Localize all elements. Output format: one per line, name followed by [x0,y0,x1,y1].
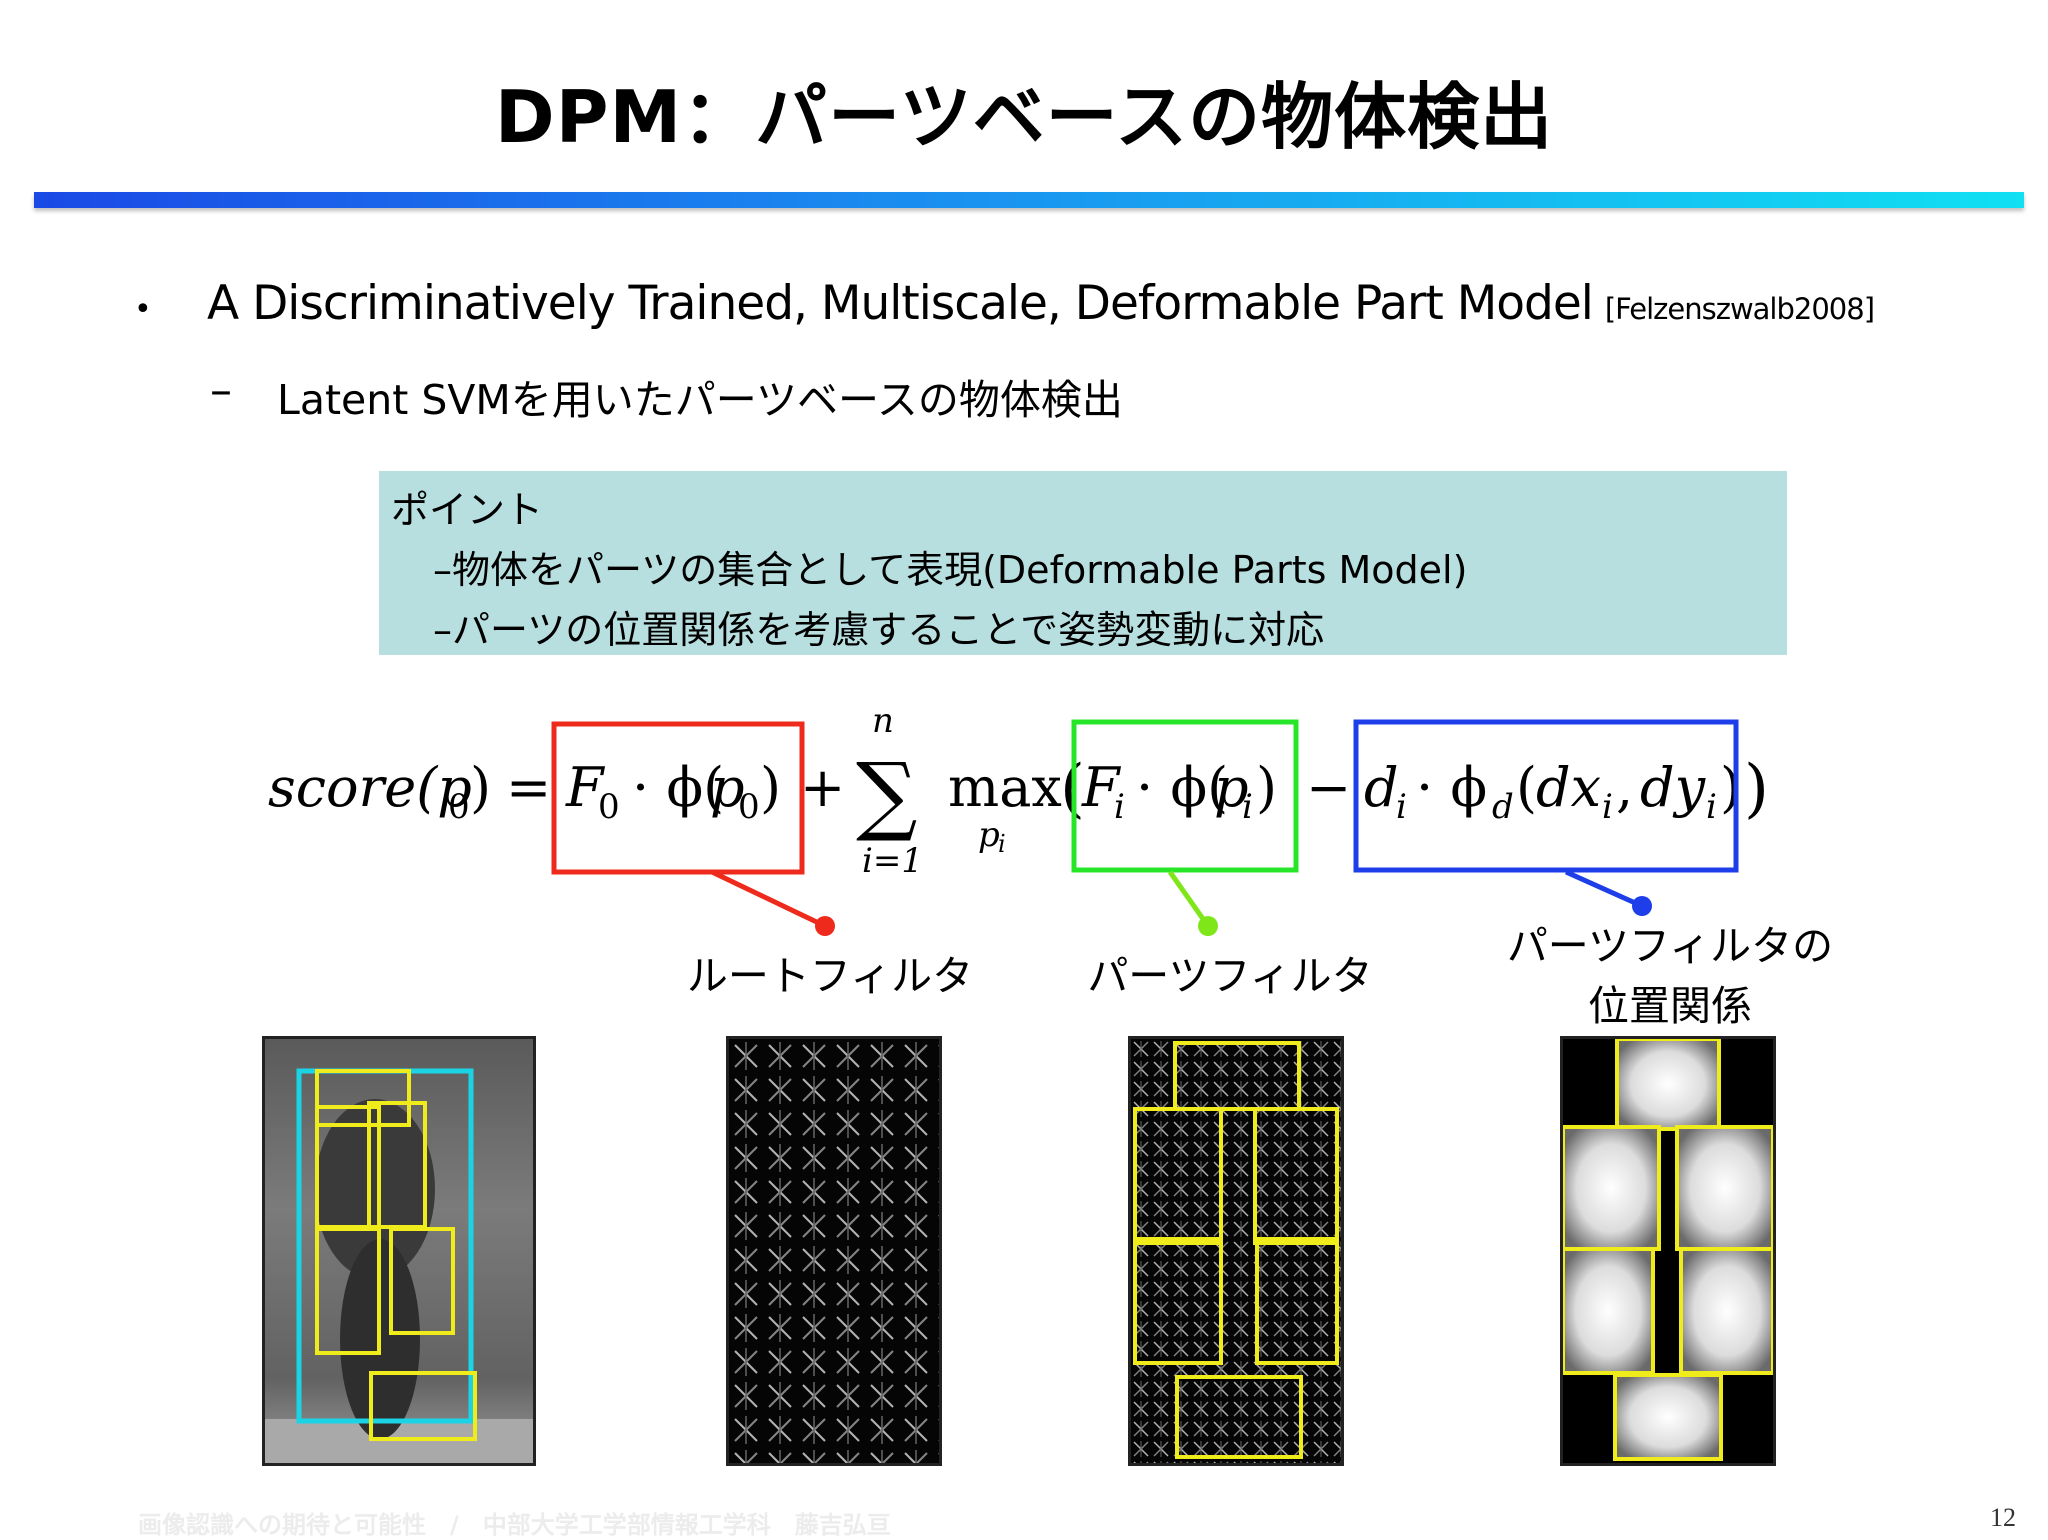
deform-arm-left [1563,1125,1661,1251]
deform-head [1615,1039,1721,1131]
formula-lhs: score(p [268,756,472,819]
max-sub: p [978,815,1000,855]
sub-bullet-marker: – [210,365,232,416]
part-filter-leg-right [1255,1237,1339,1365]
position-label-line-2: 位置関係 [1588,982,1752,1030]
part-term-close: ) [1256,756,1277,819]
root-filter-label: ルートフィルタ [686,952,974,1000]
deform-term-dx-sub: i [1602,787,1613,827]
part-window-leg-right [389,1227,455,1335]
deformation-maps [1560,1036,1776,1466]
max-sub-sub: i [998,830,1006,858]
part-filter-feet [1175,1375,1303,1459]
bullet-marker: • [134,292,152,327]
slide-title: DPM：パーツベースの物体検出 [494,75,1554,159]
page-number: 12 [1990,1503,2016,1532]
position-box [1353,719,1739,873]
root-term-rest: · ϕ( [632,756,724,819]
title-underline [34,192,2024,208]
part-term: F [1081,756,1122,819]
part-window-leg-left [315,1227,381,1355]
formula-equals: = [506,756,551,819]
sum-upper: n [872,701,894,741]
point-box: ポイント –物体をパーツの集合として表現(Deformable Parts Mo… [379,471,1787,655]
deform-term-phi-sub: d [1492,787,1514,827]
deform-term-d: d [1364,756,1399,819]
root-connector [710,870,827,929]
deform-term-comma: , [1616,756,1633,819]
root-term-close: ) [760,756,781,819]
deform-term-dx: dx [1536,756,1601,819]
part-connector [1167,870,1211,928]
sub-bullet-text: Latent SVMを用いたパーツベースの物体検出 [277,376,1123,424]
part-filter-leg-left [1133,1237,1223,1365]
detection-overlay [265,1068,533,1463]
part-filter-arm-left [1133,1107,1223,1245]
detection-photo [262,1036,536,1466]
deform-feet [1613,1373,1723,1461]
root-filter-box [551,721,805,875]
part-window-feet [369,1371,477,1441]
root-term-p: p [710,756,745,819]
part-term-sub: i [1114,787,1125,827]
callout-connectors [710,870,1652,936]
root-hog-pattern [729,1039,939,1463]
plus-sign: + [800,756,845,819]
footer: 画像認識への期待と可能性 / 中部大学工学部情報工学科 藤吉弘亘 [138,1511,891,1539]
part-term-rest: · ϕ( [1136,756,1228,819]
formula-lhs-close: ) [470,756,491,819]
part-filter-arm-right [1253,1107,1339,1245]
bullet-text: A Discriminatively Trained, Multiscale, … [207,276,1875,331]
sum-lower: i=1 [862,841,923,881]
point-line-1: –物体をパーツの集合として表現(Deformable Parts Model) [433,548,1468,592]
deform-term-open: ( [1516,756,1537,819]
part-hog-pattern [1131,1039,1341,1463]
position-connector [1564,870,1644,909]
bullet-main-text: A Discriminatively Trained, Multiscale, … [207,276,1594,331]
max-label: max [948,756,1062,819]
root-term: F [565,756,606,819]
deformation-pattern [1563,1039,1773,1461]
root-filter-hog [726,1036,942,1466]
deform-term-d-sub: i [1396,787,1407,827]
root-term-p-sub: 0 [738,787,760,827]
part-filter-label: パーツフィルタ [1087,952,1373,1000]
part-filter-head [1173,1041,1301,1111]
sum-symbol: ∑ [856,745,917,845]
citation: [Felzenszwalb2008] [1604,292,1875,326]
part-window-head [315,1069,411,1127]
deform-arm-right [1675,1125,1773,1251]
deform-term-dot: · ϕ [1416,756,1487,819]
position-label-line-1: パーツフィルタの [1506,922,1834,970]
minus-sign: − [1306,756,1351,819]
root-term-sub: 0 [598,787,620,827]
position-connector-dot [1632,896,1652,916]
person-silhouette [315,1099,435,1279]
part-term-p-sub: i [1242,787,1253,827]
part-filter-hog [1128,1036,1344,1466]
big-paren-close: ) [1744,752,1769,826]
deform-leg-left [1563,1247,1655,1375]
part-filter-box [1071,719,1299,873]
part-term-p: p [1214,756,1249,819]
deform-term-dy: dy [1640,756,1707,819]
root-connector-dot [815,916,835,936]
point-line-2: –パーツの位置関係を考慮することで姿勢変動に対応 [433,608,1325,652]
deform-leg-right [1679,1247,1773,1375]
deform-term-dy-sub: i [1706,787,1717,827]
part-connector-dot [1198,916,1218,936]
score-formula: score(p 0 ) = F 0 · ϕ( p 0 ) + n ∑ i=1 m… [268,701,1769,881]
formula-lhs-subscript: 0 [448,787,470,827]
point-heading: ポイント [391,488,544,532]
